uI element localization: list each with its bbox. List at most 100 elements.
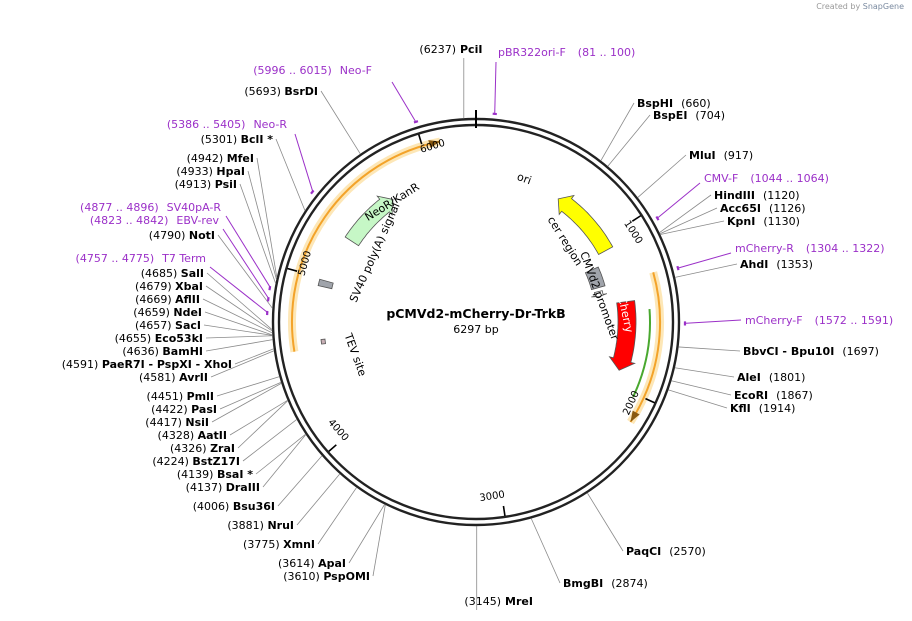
site-bsu36i[interactable]: (4006) Bsu36I: [193, 455, 323, 513]
site-label: (4685) SalI: [141, 267, 204, 280]
site-ndei[interactable]: (4659) NdeI: [133, 306, 273, 336]
site-noti[interactable]: (4790) NotI: [149, 229, 273, 309]
primer-mark: [268, 285, 272, 291]
primer-mcherry-f[interactable]: mCherry-F(1572 .. 1591): [683, 314, 893, 327]
site-label: HindIII(1120): [714, 189, 800, 202]
primer-neo-f[interactable]: (5996 .. 6015)Neo-F: [253, 64, 419, 124]
primer-mark: [413, 120, 419, 124]
site-pasi[interactable]: (4422) PasI: [151, 381, 282, 416]
site-bsrdi[interactable]: (5693) BsrDI: [244, 85, 361, 155]
feature-ori[interactable]: [557, 194, 614, 256]
site-label: (4224) BstZ17I: [152, 455, 240, 468]
site-zrai[interactable]: (4326) ZraI: [170, 400, 289, 455]
site-bstz17i[interactable]: (4224) BstZ17I: [152, 419, 297, 468]
site-psii[interactable]: (4913) PsiI: [175, 178, 277, 284]
site-label: KpnI(1130): [727, 215, 800, 228]
tick-mark: [287, 267, 298, 272]
site-label: (4422) PasI: [151, 403, 217, 416]
feature-sv40-poly-a-signal[interactable]: [317, 278, 334, 290]
primer-label: (5996 .. 6015)Neo-F: [253, 64, 372, 77]
site-label: (4669) AflII: [135, 293, 200, 306]
site-sali[interactable]: (4685) SalI: [141, 267, 273, 330]
feature-cmvd2-promoter[interactable]: [591, 290, 608, 298]
site-label: (4659) NdeI: [133, 306, 202, 319]
primer-neo-r[interactable]: (5386 .. 5405)Neo-R: [167, 118, 315, 195]
primer-label: pBR322ori-F(81 .. 100): [498, 46, 635, 59]
site-label: (4913) PsiI: [175, 178, 237, 191]
feature-neor-kanr[interactable]: [344, 195, 394, 247]
site-label: AleI(1801): [737, 371, 805, 384]
tick-mark: [645, 397, 655, 404]
site-kfli[interactable]: KflI(1914): [668, 389, 795, 415]
site-label: (4933) HpaI: [176, 165, 245, 178]
site-bamhi[interactable]: (4636) BamHI: [122, 339, 273, 358]
feature-cer-region[interactable]: [584, 266, 606, 291]
site-mrei[interactable]: MreI(3145): [464, 525, 533, 610]
site-paqci[interactable]: PaqCI(2570): [586, 492, 706, 558]
site-ecori[interactable]: EcoRI(1867): [671, 380, 813, 402]
site-bsphi[interactable]: BspHI(660): [600, 97, 711, 161]
site-hpai[interactable]: (4933) HpaI: [176, 165, 277, 280]
site-label: AhdI(1353): [740, 258, 813, 271]
site-aflii[interactable]: (4669) AflII: [135, 293, 273, 334]
site-label: BmgBI(2874): [563, 577, 648, 590]
site-pspomi[interactable]: (3610) PspOMI: [283, 504, 386, 583]
site-position: (6237): [419, 43, 456, 56]
site-label: (4006) Bsu36I: [193, 500, 275, 513]
site-apai[interactable]: (3614) ApaI: [278, 504, 385, 570]
tick-label: 4000: [325, 417, 350, 443]
site-label: MluI(917): [689, 149, 753, 162]
orf-arrowhead: [428, 140, 441, 148]
site-nrui[interactable]: (3881) NruI: [227, 473, 341, 532]
feature-label-ori: ori: [515, 170, 533, 187]
site-label: (4326) ZraI: [170, 442, 235, 455]
site-mfei[interactable]: (4942) MfeI: [187, 152, 278, 278]
primer-cmv-f[interactable]: CMV-F(1044 .. 1064): [655, 172, 829, 221]
feature-tev-site[interactable]: [320, 338, 326, 345]
site-draiii[interactable]: (4137) DraIII: [186, 434, 307, 494]
site-label: (4636) BamHI: [122, 345, 203, 358]
site-ahdi[interactable]: AhdI(1353): [674, 258, 813, 278]
restriction-sites: PciI(6237) BspHI(660)BspEI(704)MluI(917) H…: [62, 43, 879, 610]
site-label: (4139) BsaI *: [177, 468, 253, 481]
site-xmni[interactable]: (3775) XmnI: [243, 487, 357, 551]
site-hindiii[interactable]: HindIII(1120): [659, 189, 800, 233]
site-aatii[interactable]: (4328) AatII: [158, 399, 288, 442]
site-mlui[interactable]: MluI(917): [637, 149, 754, 198]
site-nsii[interactable]: (4417) NsiI: [145, 382, 282, 429]
site-bsai[interactable]: (4139) BsaI *: [177, 433, 306, 481]
site-acc65i[interactable]: Acc65I(1126): [659, 202, 806, 235]
site-bspei[interactable]: BspEI(704): [607, 109, 725, 167]
site-alei[interactable]: AleI(1801): [674, 367, 806, 384]
site-label: (4942) MfeI: [187, 152, 254, 165]
site-label: (4451) PmlI: [147, 390, 214, 403]
tick-mark: [417, 134, 423, 145]
site-label: (4591) PaeR7I - PspXI - XhoI: [62, 358, 232, 371]
site-paer7i[interactable]: (4591) PaeR7I - PspXI - XhoI: [62, 348, 274, 371]
site-kpni[interactable]: KpnI(1130): [660, 215, 800, 235]
site-bmgbi[interactable]: BmgBI(2874): [530, 518, 648, 590]
site-label: MreI: [505, 595, 533, 608]
primer-t7-term[interactable]: (4757 .. 4775)T7 Term: [76, 252, 269, 316]
tick-label: 1000: [621, 219, 644, 246]
feature-mcherry[interactable]: [608, 300, 637, 371]
site-pmli[interactable]: (4451) PmlI: [147, 376, 280, 403]
primer-pbr322ori-f[interactable]: pBR322ori-F(81 .. 100): [492, 46, 636, 116]
primer-sv40pa-r[interactable]: (4877 .. 4896)SV40pA-R: [80, 201, 272, 291]
site-xbai[interactable]: (4679) XbaI: [135, 280, 273, 332]
site-bcli[interactable]: (5301) BclI *: [201, 133, 306, 211]
site-eco53ki[interactable]: (4655) Eco53kI: [115, 332, 273, 345]
site-bbvci[interactable]: BbvCI - Bpu10I(1697): [678, 345, 879, 358]
site-saci[interactable]: (4657) SacI: [135, 319, 273, 336]
primer-sites: pBR322ori-F(81 .. 100) (5996 .. 6015)Neo-…: [76, 46, 894, 327]
credit-prefix: Created by: [816, 2, 861, 11]
primer-mcherry-r[interactable]: mCherry-R(1304 .. 1322): [676, 242, 884, 271]
site-pcii[interactable]: PciI(6237): [419, 43, 482, 119]
site-label: Acc65I(1126): [720, 202, 806, 215]
site-label: (4679) XbaI: [135, 280, 203, 293]
snapgene-credit: Created by SnapGene: [816, 2, 904, 11]
site-label: EcoRI(1867): [734, 389, 813, 402]
site-avrii[interactable]: (4581) AvrII: [139, 350, 275, 384]
primer-ebv-rev[interactable]: (4823 .. 4842)EBV-rev: [90, 214, 270, 302]
primer-label: mCherry-F(1572 .. 1591): [745, 314, 893, 327]
